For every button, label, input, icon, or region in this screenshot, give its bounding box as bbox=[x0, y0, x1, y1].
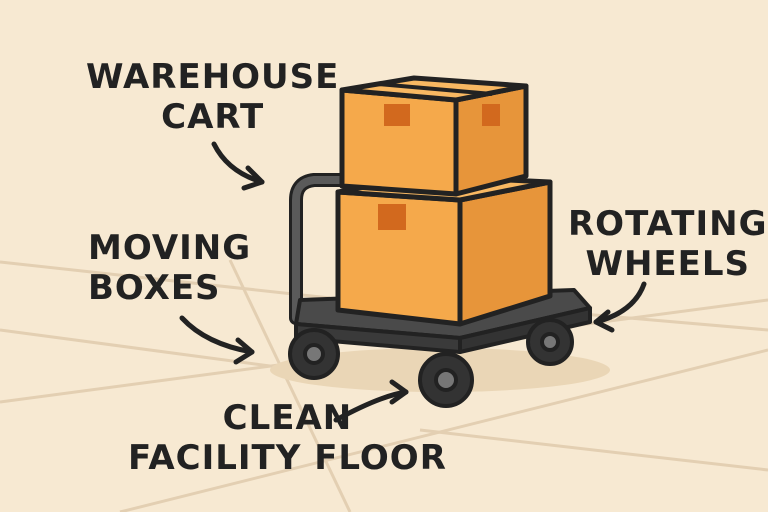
moving-box-icon bbox=[335, 75, 553, 327]
label-moving-boxes-line-2: BOXES bbox=[88, 268, 221, 308]
label-clean-facility-floor-line-2: FACILITY FLOOR bbox=[128, 438, 447, 478]
label-clean-facility-floor-line-1: CLEAN bbox=[222, 398, 353, 438]
label-warehouse-cart-line-1: WAREHOUSE bbox=[86, 57, 340, 97]
label-moving-boxes-line-1: MOVING bbox=[88, 228, 252, 268]
curved-arrow-icon bbox=[179, 141, 647, 423]
wheel-icon bbox=[288, 318, 574, 408]
label-rotating-wheels-line-1: ROTATING bbox=[568, 204, 768, 244]
label-moving-boxes: MOVING BOXES bbox=[88, 228, 251, 308]
label-rotating-wheels-line-2: WHEELS bbox=[585, 244, 751, 284]
label-clean-facility-floor: CLEAN FACILITY FLOOR bbox=[128, 398, 447, 478]
label-warehouse-cart-line-2: CART bbox=[161, 97, 265, 137]
label-rotating-wheels: ROTATING WHEELS bbox=[568, 204, 768, 284]
label-warehouse-cart: WAREHOUSE CART bbox=[86, 57, 339, 137]
